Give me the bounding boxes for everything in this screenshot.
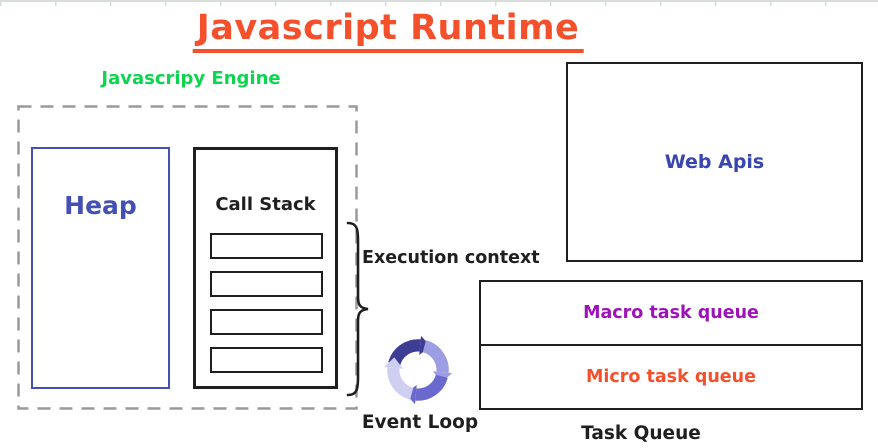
macro-task-queue-row: Macro task queue: [481, 282, 861, 346]
stack-frame-slot: [210, 271, 323, 297]
stack-frame-slot: [210, 233, 323, 259]
execution-context-label: Execution context: [362, 248, 540, 268]
web-apis-label: Web Apis: [664, 151, 765, 173]
macro-task-queue-label: Macro task queue: [583, 303, 759, 323]
call-stack-frames: [210, 233, 323, 373]
micro-task-queue-label: Micro task queue: [585, 367, 757, 387]
event-loop-label: Event Loop: [361, 412, 479, 433]
event-loop-icon: [383, 335, 453, 405]
web-apis-box: Web Apis: [566, 62, 863, 262]
call-stack-label: Call Stack: [215, 194, 316, 215]
curly-brace: [346, 221, 369, 397]
task-queue-box: Macro task queue Micro task queue: [479, 280, 863, 410]
task-queue-caption: Task Queue: [581, 423, 701, 444]
micro-task-queue-row: Micro task queue: [481, 346, 861, 408]
engine-dashed-box: [17, 105, 358, 410]
canvas-ruler: [0, 0, 878, 8]
heap-label: Heap: [64, 191, 137, 220]
heap-box: Heap: [31, 147, 170, 389]
page-title: Javascript Runtime: [192, 8, 584, 53]
title-wrap: Javascript Runtime: [192, 8, 584, 53]
stack-frame-slot: [210, 347, 323, 373]
engine-label: Javascripy Engine: [101, 68, 281, 89]
stack-frame-slot: [210, 309, 323, 335]
call-stack-box: Call Stack: [193, 147, 338, 389]
